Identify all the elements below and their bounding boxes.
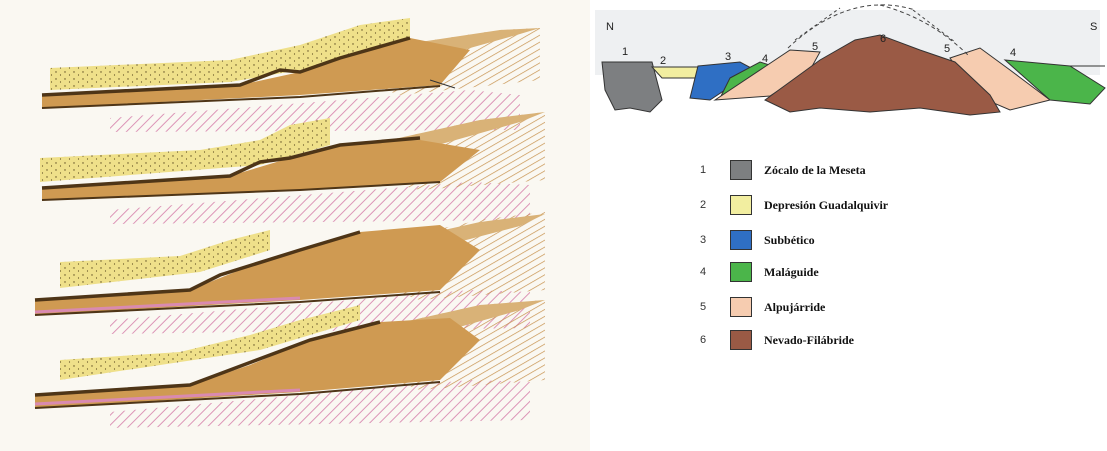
legend-swatch: [730, 160, 752, 180]
legend-label: Nevado-Filábride: [764, 333, 854, 348]
legend-label: Alpujárride: [764, 300, 825, 315]
legend-item-alpujarride: 5 Alpujárride: [700, 297, 960, 321]
legend-item-depresion: 2 Depresión Guadalquivir: [700, 195, 960, 219]
south-label: S: [1090, 21, 1097, 33]
legend-item-subbetico: 3 Subbético: [700, 230, 960, 254]
section-num-5-right: 5: [944, 43, 950, 55]
legend-swatch: [730, 230, 752, 250]
section-num-5-left: 5: [812, 41, 818, 53]
legend-label: Depresión Guadalquivir: [764, 198, 888, 213]
section-num-4-left: 4: [762, 53, 768, 65]
legend-num: 4: [700, 266, 706, 278]
legend-label: Zócalo de la Meseta: [764, 163, 866, 178]
section-num-2: 2: [660, 55, 666, 67]
legend-item-zocalo: 1 Zócalo de la Meseta: [700, 160, 960, 184]
legend-swatch: [730, 195, 752, 215]
legend-num: 2: [700, 199, 706, 211]
section-num-6: 6: [880, 33, 886, 45]
legend-num: 3: [700, 234, 706, 246]
legend-item-nevado-filabride: 6 Nevado-Filábride: [700, 330, 960, 354]
north-label: N: [606, 21, 614, 33]
section-num-3: 3: [725, 51, 731, 63]
legend-swatch: [730, 297, 752, 317]
stage-1: [42, 18, 540, 132]
legend-swatch: [730, 262, 752, 282]
legend-item-malaguide: 4 Maláguide: [700, 262, 960, 286]
cross-section-panel: N S 1 2 3 4 5 6 5 4: [590, 0, 1107, 451]
legend-num: 6: [700, 334, 706, 346]
evolution-svg: [0, 0, 590, 451]
cross-section-svg: N S 1 2 3 4 5 6 5 4: [590, 0, 1107, 130]
legend-num: 5: [700, 301, 706, 313]
section-num-1: 1: [622, 46, 628, 58]
legend-num: 1: [700, 164, 706, 176]
evolution-diagram: [0, 0, 590, 451]
legend-label: Subbético: [764, 233, 815, 248]
legend-label: Maláguide: [764, 265, 819, 280]
section-num-4-right: 4: [1010, 47, 1016, 59]
legend-swatch: [730, 330, 752, 350]
